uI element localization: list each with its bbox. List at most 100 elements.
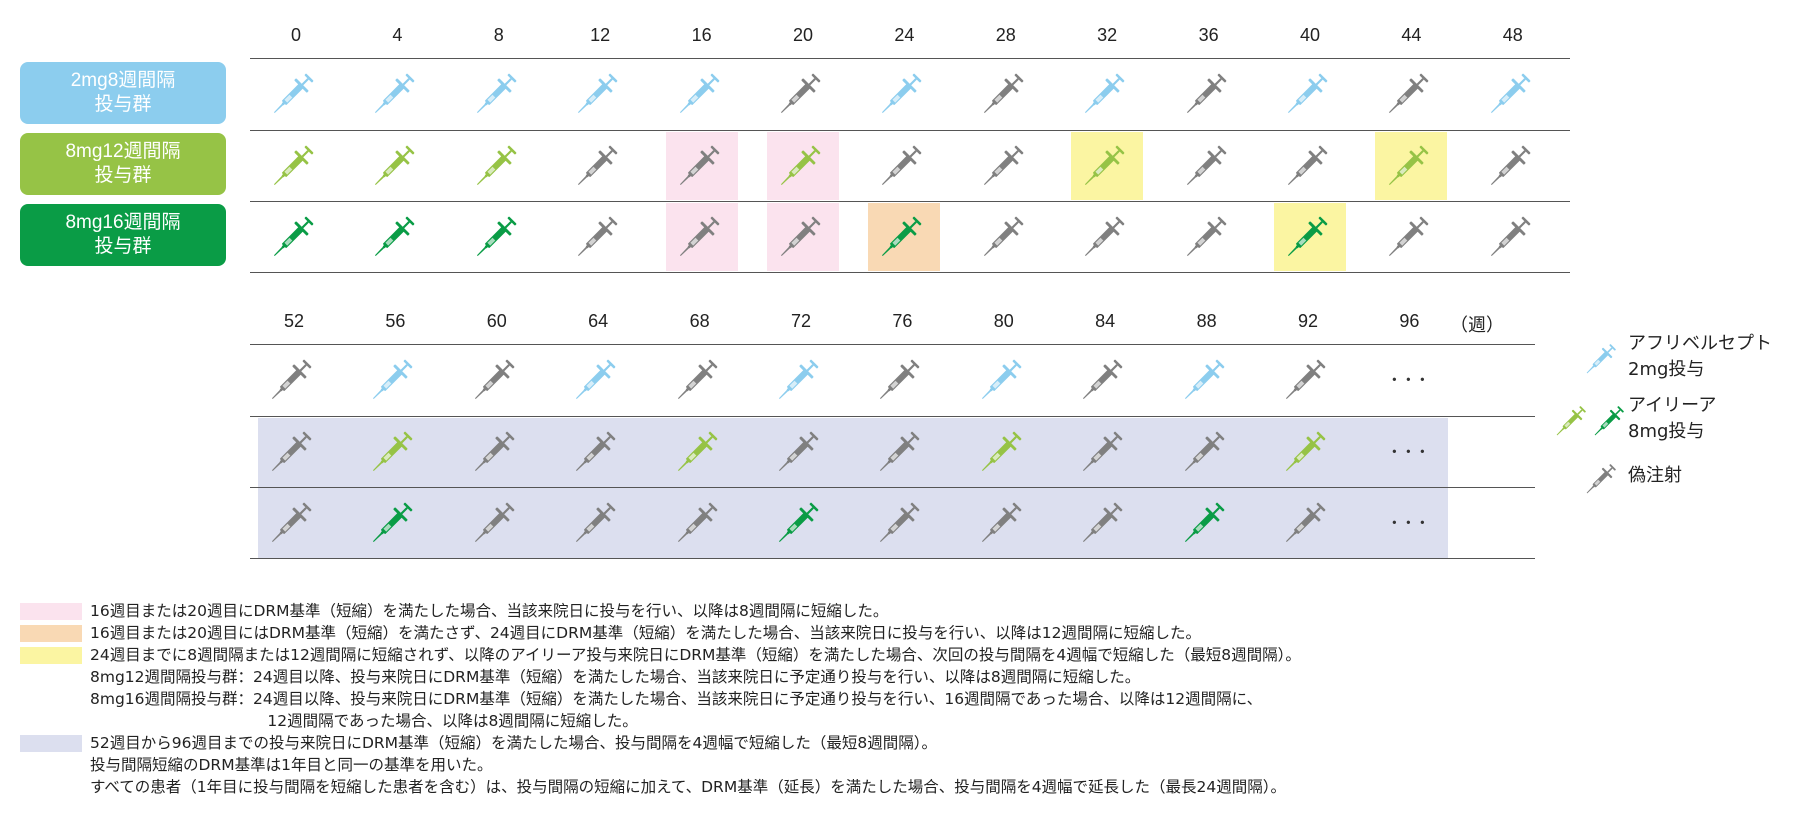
syringe-8mg-light-icon (977, 422, 1031, 476)
group-label-0: 2mg8週間隔 投与群 (20, 62, 226, 124)
sham-syringe-icon (1182, 207, 1236, 261)
sham-syringe-icon (470, 493, 524, 547)
sham-syringe-icon (1182, 136, 1236, 190)
sham-syringe-icon (1180, 422, 1234, 476)
top-week-label: 20 (792, 25, 814, 45)
syringe-8mg-light-icon (1080, 136, 1134, 190)
syringe-2mg-icon (571, 350, 625, 404)
sham-syringe-icon (1078, 493, 1132, 547)
top-week-label: 8 (493, 25, 504, 45)
note-text-3: 8mg12週間隔投与群：24週目以降、投与来院日にDRM基準（短縮）を満たした場… (90, 668, 1141, 686)
syringe-8mg-dark-icon (472, 207, 526, 261)
top-week-label: 44 (1401, 25, 1422, 45)
bottom-week-label: 76 (892, 311, 913, 331)
week-unit-label: （週） (1450, 315, 1504, 335)
syringe-8mg-dark-icon (1180, 493, 1234, 547)
syringe-8mg-light-icon (1281, 422, 1335, 476)
bottom-week-label: 56 (385, 311, 406, 331)
sham-syringe-icon (776, 207, 830, 261)
group-label-2: 8mg16週間隔 投与群 (20, 204, 226, 266)
sham-syringe-icon (1080, 207, 1134, 261)
syringe-8mg-light-icon (269, 136, 323, 190)
syringe-2mg-icon (774, 350, 828, 404)
bottom-week-label: 60 (486, 311, 507, 331)
sham-syringe-icon (675, 136, 729, 190)
bottom-week-label: 52 (283, 311, 305, 331)
note-text-0: 16週目または20週目にDRM基準（短縮）を満たした場合、当該来院日に投与を行い… (90, 602, 889, 620)
syringe-2mg-icon (1180, 350, 1234, 404)
syringe-8mg-dark-icon (774, 493, 828, 547)
top-week-label: 24 (894, 25, 915, 45)
sham-syringe-icon (470, 422, 524, 476)
note-text-2: 24週目までに8週間隔または12週間隔に短縮されず、以降のアイリーア投与来院日に… (90, 646, 1301, 664)
note-swatch-lavender (20, 735, 82, 752)
top-week-label: 28 (995, 25, 1016, 45)
syringe-2mg-icon (1080, 64, 1134, 118)
top-row-line (250, 58, 1570, 59)
top-week-label: 48 (1502, 25, 1523, 45)
sham-syringe-icon (1078, 350, 1132, 404)
legend-syringe-8mg-light-icon (1553, 399, 1593, 439)
legend-text-2: 偽注射 (1628, 465, 1682, 486)
sham-syringe-icon (573, 207, 627, 261)
sham-syringe-icon (571, 422, 625, 476)
legend-text-1: アイリーア 8mg投与 (1628, 395, 1717, 442)
sham-syringe-icon (1486, 207, 1540, 261)
sham-syringe-icon (979, 64, 1033, 118)
group-label-1: 8mg12週間隔 投与群 (20, 133, 226, 195)
note-swatch-pink (20, 603, 82, 620)
syringe-8mg-light-icon (370, 136, 424, 190)
sham-syringe-icon (470, 350, 524, 404)
legend-text-0: アフリベルセプト 2mg投与 (1628, 333, 1772, 380)
top-week-label: 40 (1299, 25, 1321, 45)
sham-syringe-icon (571, 493, 625, 547)
syringe-2mg-icon (472, 64, 526, 118)
sham-syringe-icon (1281, 493, 1335, 547)
syringe-2mg-icon (370, 64, 424, 118)
sham-syringe-icon (1384, 207, 1438, 261)
sham-syringe-icon (875, 350, 929, 404)
sham-syringe-icon (267, 493, 321, 547)
syringe-2mg-icon (573, 64, 627, 118)
syringe-8mg-light-icon (1384, 136, 1438, 190)
sham-syringe-icon (673, 350, 727, 404)
note-swatch-yellow (20, 647, 82, 664)
syringe-8mg-light-icon (776, 136, 830, 190)
sham-syringe-icon (774, 422, 828, 476)
top-week-label: 16 (691, 25, 712, 45)
top-row-line (250, 130, 1570, 131)
bottom-week-label: 64 (588, 311, 609, 331)
sham-syringe-icon (1182, 64, 1236, 118)
top-week-label: 36 (1198, 25, 1219, 45)
legend-syringe-2mg-icon (1583, 337, 1623, 377)
legend-syringe-8mg-dark-icon (1591, 399, 1631, 439)
syringe-8mg-light-icon (472, 136, 526, 190)
bottom-week-label: 72 (790, 311, 812, 331)
bottom-week-label: 84 (1095, 311, 1116, 331)
bottom-row-line (250, 344, 1535, 345)
bottom-week-label: 68 (689, 311, 710, 331)
sham-syringe-icon (675, 207, 729, 261)
top-week-label: 0 (290, 25, 301, 45)
sham-syringe-icon (673, 493, 727, 547)
note-text-1: 16週目または20週目にはDRM基準（短縮）を満たさず、24週目にDRM基準（短… (90, 624, 1201, 642)
bottom-lavender-highlight (258, 418, 1448, 558)
syringe-2mg-icon (368, 350, 422, 404)
bottom-week-label: 92 (1297, 311, 1319, 331)
bottom-week-label: 96 (1399, 311, 1420, 331)
top-week-label: 32 (1097, 25, 1118, 45)
sham-syringe-icon (1283, 136, 1337, 190)
syringe-8mg-dark-icon (1283, 207, 1337, 261)
top-week-label: 4 (392, 25, 403, 45)
bottom-row-line (250, 487, 1535, 488)
legend-sham-syringe-icon (1583, 457, 1623, 497)
note-text-7: 投与間隔短縮のDRM基準は1年目と同一の基準を用いた。 (90, 756, 493, 774)
syringe-8mg-dark-icon (370, 207, 424, 261)
sham-syringe-icon (1078, 422, 1132, 476)
note-text-6: 52週目から96週目までの投与来院日にDRM基準（短縮）を満たした場合、投与間隔… (90, 734, 938, 752)
syringe-8mg-light-icon (673, 422, 727, 476)
bottom-continuation-dots: ･･･ (1389, 442, 1432, 464)
sham-syringe-icon (979, 207, 1033, 261)
top-week-label: 12 (590, 25, 611, 45)
sham-syringe-icon (267, 350, 321, 404)
